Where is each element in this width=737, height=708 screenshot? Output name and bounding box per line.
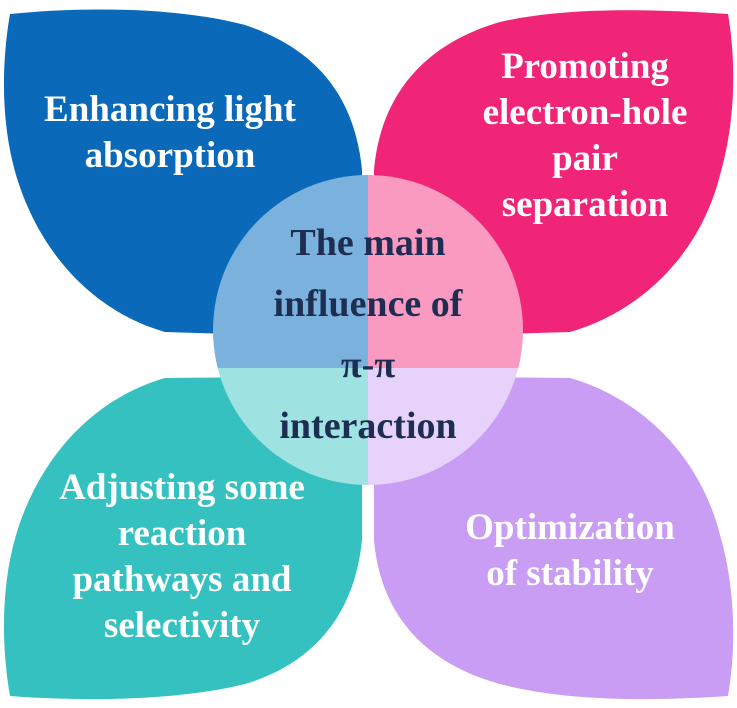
petal-bottom-right-shape — [374, 376, 734, 700]
center-circle — [213, 175, 523, 485]
petal-top-left-label: Enhancing light absorption — [44, 89, 296, 176]
petal-bottom-left-label: Adjusting some reaction pathways and sel… — [59, 467, 305, 646]
center-label: The main influence of π-π interaction — [273, 222, 463, 447]
petal-bottom-right-label: Optimization of stability — [465, 507, 675, 594]
center-circle-quadrant-top-left — [213, 175, 368, 368]
center-circle-quadrant-top-right — [368, 175, 523, 368]
petal-top-right-label: Promoting electron-hole pair separation — [482, 46, 688, 225]
petal-bottom-left-shape — [3, 376, 362, 700]
center-circle-quadrant-bottom-right — [368, 368, 519, 485]
center-circle-quadrant-bottom-left — [217, 368, 368, 485]
